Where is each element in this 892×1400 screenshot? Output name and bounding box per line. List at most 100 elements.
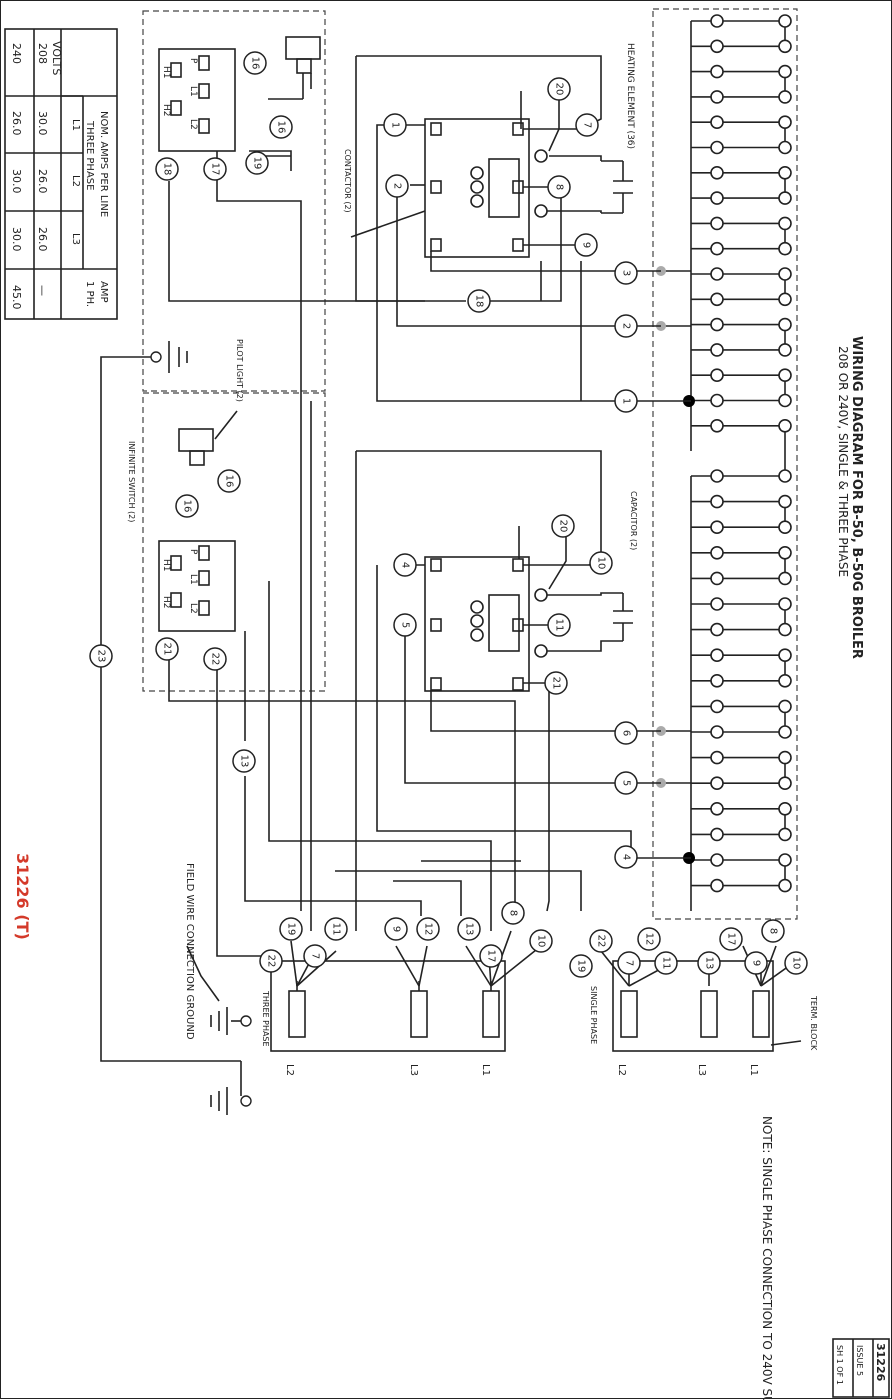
element-terminal [710, 90, 724, 104]
capacitor-2 [613, 593, 633, 641]
wire-number-label: 16 [182, 500, 193, 513]
element-terminal [778, 115, 792, 129]
element-terminal [778, 725, 792, 739]
wire-number-marker [551, 514, 575, 538]
wire-number-marker [529, 929, 553, 953]
element-terminal [710, 292, 724, 307]
wire-number-marker [501, 901, 525, 925]
wire-number-label: 4 [400, 562, 411, 568]
wire-number-marker [589, 551, 613, 575]
wire-number-marker [243, 51, 267, 75]
element-terminal [710, 699, 724, 714]
element-terminal [710, 368, 724, 383]
element-terminal [778, 267, 792, 281]
element-terminal [710, 776, 724, 791]
element-terminal [778, 393, 792, 408]
table-cell: 45.0 [10, 285, 23, 310]
table-header-volts: VOLTS [50, 41, 63, 75]
wire-number-marker [575, 113, 599, 137]
wire-number-label: 3 [621, 270, 632, 276]
wire-number-label: 8 [768, 928, 779, 934]
wire-number-label: 20 [554, 83, 565, 96]
element-terminal [778, 853, 792, 867]
element-terminal [778, 140, 792, 155]
wire-number-marker [614, 721, 638, 745]
wire-number-label: 10 [536, 935, 547, 948]
wire-number-marker [637, 927, 661, 951]
wire-number-marker [175, 494, 199, 518]
control-panel-upper [142, 10, 326, 392]
element-terminal [710, 878, 724, 893]
wire-number-marker [393, 553, 417, 577]
amp-table: VOLTS NOM. AMPS PER LINE THREE PHASE AMP… [4, 28, 118, 320]
svg-text:H2: H2 [161, 104, 171, 117]
svg-text:L1: L1 [188, 574, 198, 585]
wire-number-marker [416, 917, 440, 941]
wire-number-marker [719, 927, 743, 951]
element-terminal [710, 750, 724, 765]
wire-number-label: 1 [621, 398, 632, 404]
wire-number-marker [155, 157, 179, 181]
element-terminal [710, 140, 724, 155]
wire-number-label: 5 [621, 780, 632, 786]
wire-number-label: 23 [96, 650, 107, 663]
svg-text:L1: L1 [188, 86, 198, 97]
element-terminal [710, 418, 724, 433]
wire-number-marker [467, 289, 491, 313]
wire-number-label: 10 [791, 957, 802, 970]
wire-number-label: 9 [391, 926, 402, 932]
element-terminal [710, 597, 724, 611]
table-sub-l2: L2 [70, 175, 81, 187]
element-terminal [778, 827, 792, 842]
terminal-l1-single: L1 [748, 1064, 759, 1076]
fuses-three-phase [288, 981, 500, 1038]
element-terminal [778, 368, 792, 383]
wire-number-marker [614, 261, 638, 285]
element-terminal [778, 494, 792, 509]
element-terminal [710, 14, 724, 28]
table-cell: 26.0 [36, 169, 49, 194]
svg-text:L2: L2 [188, 119, 198, 130]
wire-number-label: 2 [392, 183, 403, 189]
capacitor-label: CAPACITOR (2) [629, 491, 638, 550]
table-header-nom-amps: NOM. AMPS PER LINE [98, 111, 109, 217]
single-phase-note: NOTE: SINGLE PHASE CONNECTION TO 240V SU… [760, 1116, 774, 1400]
heating-elements [691, 14, 792, 893]
wire-number-marker [547, 77, 571, 101]
wire-number-label: 9 [581, 242, 592, 248]
element-terminal [778, 39, 792, 54]
terminal-l2-single: L2 [616, 1064, 627, 1076]
wire-number-marker [324, 917, 348, 941]
element-terminal [710, 241, 724, 256]
wire-number-marker [384, 917, 408, 941]
wire-number-marker [303, 944, 327, 968]
table-header-amp: AMP [98, 281, 109, 303]
element-terminal [710, 725, 724, 739]
wire-number-marker [614, 771, 638, 795]
wire-number-marker [574, 233, 598, 257]
wire-number-label: 11 [661, 957, 672, 970]
three-phase-label: THREE PHASE [261, 990, 270, 1047]
table-sub-l3: L3 [70, 233, 81, 245]
element-terminal [710, 673, 724, 688]
table-volts-208: 208 [36, 43, 49, 64]
infinite-switch-1 [158, 48, 236, 152]
terminal-l3-single: L3 [696, 1064, 707, 1076]
wire-number-marker [259, 949, 283, 973]
element-terminal [778, 545, 792, 560]
wire-number-marker [479, 944, 503, 968]
title-block: 31226 ISSUE 5 SH 1 OF 1 [832, 1338, 890, 1398]
wire-number-label: 7 [310, 953, 321, 959]
element-terminal [778, 878, 792, 893]
wire-number-marker [203, 157, 227, 181]
element-terminal [778, 673, 792, 688]
element-terminal [710, 115, 724, 129]
element-terminal [778, 469, 792, 483]
wire-number-label: 10 [596, 557, 607, 570]
diagram-subtitle: 208 OR 240V, SINGLE & THREE PHASE [836, 346, 850, 577]
terminal-l1: L1 [480, 1064, 491, 1076]
heating-element-label: HEATING ELEMENT (36) [625, 43, 635, 149]
wire-number-marker [569, 954, 593, 978]
wire-number-marker [617, 951, 641, 975]
